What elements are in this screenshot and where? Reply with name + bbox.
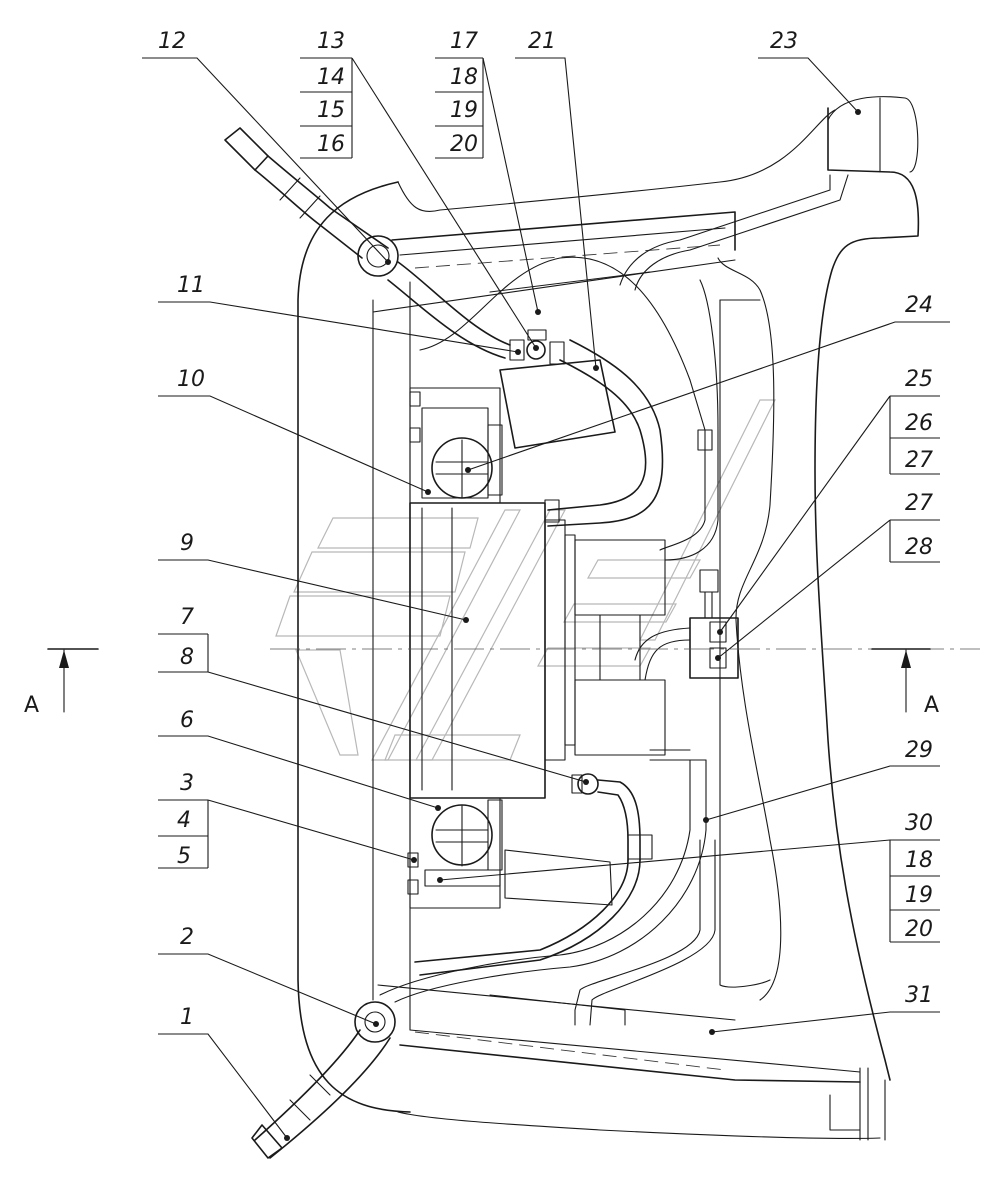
svg-text:27: 27 [905,491,933,516]
svg-text:28: 28 [905,535,933,560]
svg-text:23: 23 [770,29,798,54]
callout-29: 29 [703,738,940,823]
side-connector [634,569,739,681]
svg-text:4: 4 [177,808,191,833]
svg-text:7: 7 [180,605,194,630]
svg-text:18: 18 [905,848,933,873]
lower-fan [407,797,613,909]
bottom-rail [377,984,886,1141]
callout-30-18-19-20: 30 18 19 20 [437,811,940,943]
callout-13-16: 13 14 15 16 [300,29,539,351]
svg-text:20: 20 [450,132,478,157]
lower-hose [379,749,716,1026]
svg-text:5: 5 [177,844,191,869]
svg-text:21: 21 [528,29,556,54]
callout-6: 6 [158,708,441,811]
callout-31: 31 [709,983,940,1035]
svg-text:13: 13 [317,29,345,54]
svg-text:27: 27 [905,448,933,473]
callout-17-20: 17 18 19 20 [435,29,541,315]
svg-text:31: 31 [905,983,933,1008]
svg-text:3: 3 [180,771,194,796]
svg-text:9: 9 [180,531,194,556]
callout-10: 10 [158,367,431,495]
upper-hose [419,174,849,561]
svg-text:29: 29 [905,738,933,763]
callout-12: 12 [142,29,391,265]
callout-24: 24 [465,293,950,473]
svg-text:6: 6 [180,708,194,733]
svg-text:30: 30 [905,811,933,836]
svg-text:1: 1 [180,1005,194,1030]
section-label-left: A [24,693,39,718]
lower-pipe [251,1001,396,1159]
callout-2: 2 [158,925,379,1027]
svg-text:16: 16 [317,132,345,157]
svg-text:2: 2 [180,925,194,950]
callout-21: 21 [515,29,599,371]
svg-text:12: 12 [158,29,186,54]
svg-text:24: 24 [905,293,933,318]
svg-text:11: 11 [177,273,205,298]
callout-1: 1 [158,1005,290,1141]
section-marker-left: A [24,648,99,718]
callout-7-8: 7 8 [158,605,589,785]
svg-text:14: 14 [317,65,345,90]
top-rail [372,211,736,313]
svg-text:20: 20 [905,917,933,942]
callout-11: 11 [158,273,521,355]
right-housing [717,96,920,1081]
callout-27-28: 27 28 [715,491,940,661]
upper-fan [409,387,503,504]
svg-text:19: 19 [905,883,933,908]
callout-25-27: 25 26 27 [717,367,940,635]
svg-text:15: 15 [317,98,345,123]
svg-text:26: 26 [905,411,933,436]
section-label-right: A [924,693,939,718]
svg-text:10: 10 [177,367,205,392]
svg-text:18: 18 [450,65,478,90]
upper-pipe [224,127,511,359]
section-marker-right: A [871,648,939,718]
callout-23: 23 [758,29,861,115]
svg-text:25: 25 [905,367,933,392]
svg-text:17: 17 [450,29,478,54]
bracket-top [499,359,616,449]
svg-text:8: 8 [180,645,194,670]
callout-9: 9 [158,531,469,623]
callout-3-4-5: 3 4 5 [158,771,417,869]
svg-text:19: 19 [450,98,478,123]
